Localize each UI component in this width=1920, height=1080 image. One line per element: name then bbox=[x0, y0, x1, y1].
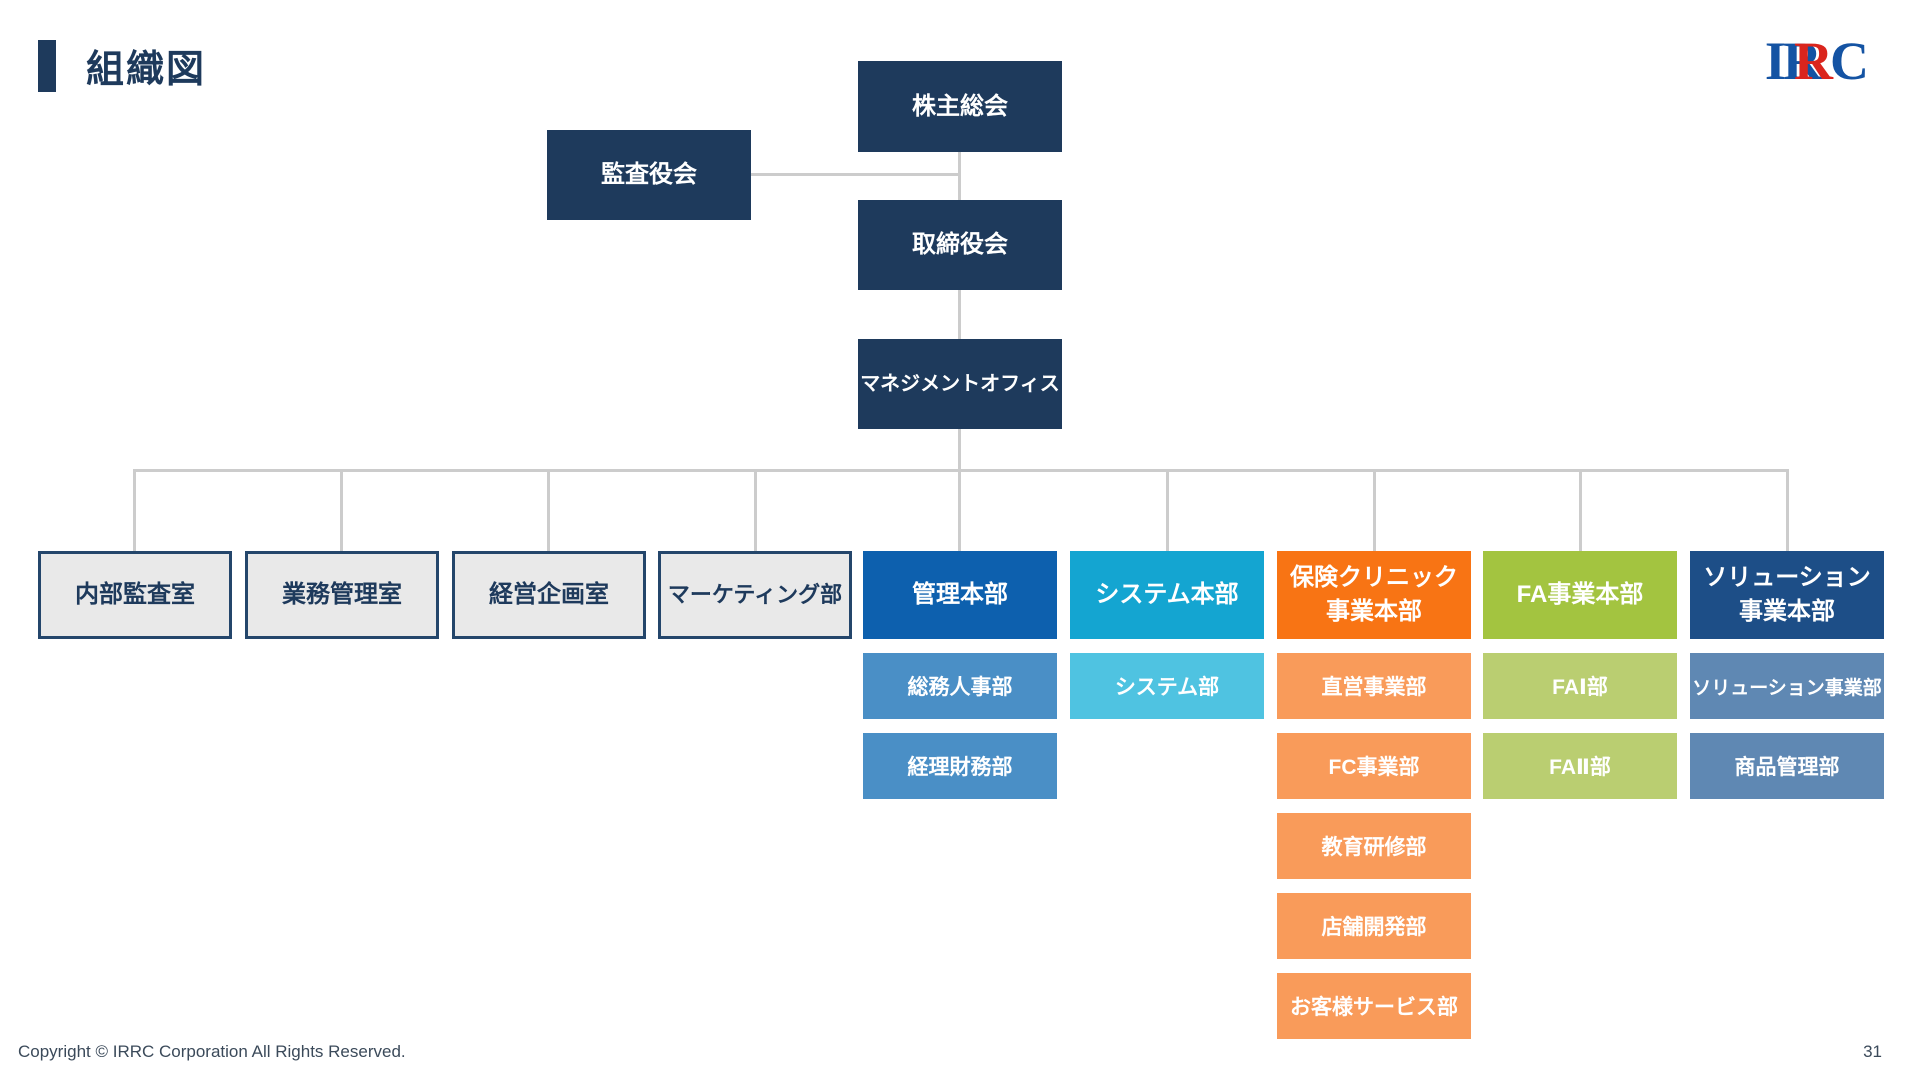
node-product-management-dept: 商品管理部 bbox=[1690, 733, 1884, 799]
node-system-hq: システム本部 bbox=[1070, 551, 1264, 639]
node-audit-board: 監査役会 bbox=[547, 130, 751, 220]
logo-letter: R bbox=[1794, 31, 1833, 91]
node-store-development-dept: 店舗開発部 bbox=[1277, 893, 1471, 959]
node-fa2-dept: FAⅡ部 bbox=[1483, 733, 1677, 799]
connector-drop-7 bbox=[1373, 469, 1376, 553]
page-number: 31 bbox=[1863, 1042, 1882, 1061]
node-business-admin-office: 業務管理室 bbox=[245, 551, 439, 639]
node-fa-business-hq: FA事業本部 bbox=[1483, 551, 1677, 639]
node-solution-business-hq: ソリューション 事業本部 bbox=[1690, 551, 1884, 639]
connector-drop-9 bbox=[1786, 469, 1789, 553]
column-solution-business-hq: ソリューション 事業本部 ソリューション事業部 商品管理部 bbox=[1690, 551, 1884, 799]
connector-drop-8 bbox=[1579, 469, 1582, 553]
column-business-admin-office: 業務管理室 bbox=[245, 551, 439, 639]
connector-management-trunk bbox=[958, 429, 961, 471]
title-accent-bar bbox=[38, 40, 56, 92]
connector-drop-3 bbox=[547, 469, 550, 553]
logo-letter: R bbox=[1782, 31, 1822, 91]
logo-letter: I bbox=[1764, 31, 1786, 91]
node-marketing-dept: マーケティング部 bbox=[658, 551, 852, 639]
column-corporate-planning-office: 経営企画室 bbox=[452, 551, 646, 639]
node-fa1-dept: FAⅠ部 bbox=[1483, 653, 1677, 719]
connector-drop-6 bbox=[1166, 469, 1169, 553]
connector-drop-4 bbox=[754, 469, 757, 553]
column-system-hq: システム本部 システム部 bbox=[1070, 551, 1264, 719]
node-customer-service-dept: お客様サービス部 bbox=[1277, 973, 1471, 1039]
connector-drop-2 bbox=[340, 469, 343, 553]
irrc-logo: IRRC bbox=[1764, 31, 1869, 91]
column-hoken-clinic-business-hq: 保険クリニック 事業本部 直営事業部 FC事業部 教育研修部 店舗開発部 お客様… bbox=[1277, 551, 1471, 1039]
column-internal-audit-office: 内部監査室 bbox=[38, 551, 232, 639]
connector-drop-1 bbox=[133, 469, 136, 553]
connector-drop-5 bbox=[958, 469, 961, 553]
copyright-text: Copyright © IRRC Corporation All Rights … bbox=[18, 1042, 406, 1061]
page-title: 組織図 bbox=[86, 49, 207, 91]
connector-audit-branch bbox=[751, 173, 960, 176]
node-hoken-clinic-business-hq: 保険クリニック 事業本部 bbox=[1277, 551, 1471, 639]
connector-shareholders-board bbox=[958, 152, 961, 200]
column-admin-hq: 管理本部 総務人事部 経理財務部 bbox=[863, 551, 1057, 799]
node-solution-business-dept: ソリューション事業部 bbox=[1690, 653, 1884, 719]
node-education-training-dept: 教育研修部 bbox=[1277, 813, 1471, 879]
node-direct-business-dept: 直営事業部 bbox=[1277, 653, 1471, 719]
node-fc-business-dept: FC事業部 bbox=[1277, 733, 1471, 799]
connector-trunk-horizontal bbox=[134, 469, 1789, 472]
node-internal-audit-office: 内部監査室 bbox=[38, 551, 232, 639]
node-general-affairs-hr-dept: 総務人事部 bbox=[863, 653, 1057, 719]
node-corporate-planning-office: 経営企画室 bbox=[452, 551, 646, 639]
node-board-of-directors: 取締役会 bbox=[858, 200, 1062, 290]
node-shareholders-meeting: 株主総会 bbox=[858, 61, 1062, 152]
node-management-office: マネジメントオフィス bbox=[858, 339, 1062, 429]
column-fa-business-hq: FA事業本部 FAⅠ部 FAⅡ部 bbox=[1483, 551, 1677, 799]
column-marketing-dept: マーケティング部 bbox=[658, 551, 852, 639]
node-system-dept: システム部 bbox=[1070, 653, 1264, 719]
logo-letter: C bbox=[1830, 31, 1869, 91]
node-admin-hq: 管理本部 bbox=[863, 551, 1057, 639]
connector-board-management bbox=[958, 290, 961, 339]
node-accounting-finance-dept: 経理財務部 bbox=[863, 733, 1057, 799]
